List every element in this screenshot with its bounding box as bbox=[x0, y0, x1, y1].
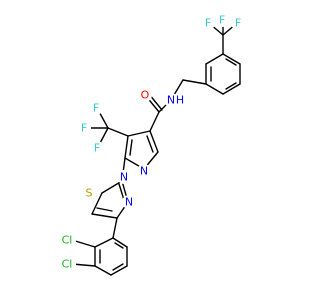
bond bbox=[222, 83, 241, 95]
bond bbox=[94, 237, 114, 248]
fluorine-atom: F bbox=[219, 14, 225, 27]
bond bbox=[146, 135, 154, 153]
pyrazole-nitrogen-atom: N bbox=[140, 165, 148, 178]
bond bbox=[112, 263, 124, 271]
sulfur-atom: S bbox=[86, 187, 93, 200]
bond bbox=[96, 207, 113, 212]
bond bbox=[118, 183, 125, 201]
bond bbox=[112, 217, 118, 239]
chlorine-atom: Cl bbox=[62, 234, 73, 247]
amide-nitrogen-atom: N bbox=[167, 94, 175, 107]
atom-labels: F F F O N H F F F N N N S Cl Cl bbox=[62, 14, 242, 271]
fluorine-atom: F bbox=[94, 142, 100, 155]
fluorine-atom: F bbox=[235, 17, 241, 30]
bond bbox=[127, 130, 151, 137]
bond bbox=[149, 111, 160, 132]
bond bbox=[225, 82, 237, 90]
amide-hydrogen-atom: H bbox=[176, 94, 184, 107]
thiazole-nitrogen-atom: N bbox=[125, 196, 133, 209]
fluorine-atom: F bbox=[205, 17, 211, 30]
oxygen-atom: O bbox=[141, 89, 150, 102]
fluorine-atom: F bbox=[81, 122, 87, 135]
bond bbox=[129, 139, 133, 156]
atom-label-backgrounds bbox=[58, 13, 245, 273]
bond bbox=[110, 265, 128, 276]
bond bbox=[114, 242, 124, 249]
bond bbox=[149, 130, 159, 153]
bond bbox=[94, 265, 112, 276]
bond bbox=[91, 213, 118, 219]
molecule-structure-diagram: F F F O N H F F F N N N S Cl Cl bbox=[58, 13, 245, 276]
bond bbox=[205, 83, 224, 95]
bond bbox=[91, 192, 103, 215]
bond bbox=[124, 135, 129, 159]
bond bbox=[222, 53, 241, 65]
fluorine-atom: F bbox=[93, 102, 99, 115]
bond bbox=[205, 53, 224, 65]
bond bbox=[112, 237, 128, 248]
pyrazole-nitrogen-atom: N bbox=[120, 171, 128, 184]
bond bbox=[107, 127, 129, 137]
bond bbox=[182, 79, 207, 85]
bonds bbox=[71, 19, 241, 276]
bond bbox=[101, 180, 123, 194]
bond bbox=[225, 58, 237, 66]
chlorine-atom: Cl bbox=[62, 258, 73, 271]
